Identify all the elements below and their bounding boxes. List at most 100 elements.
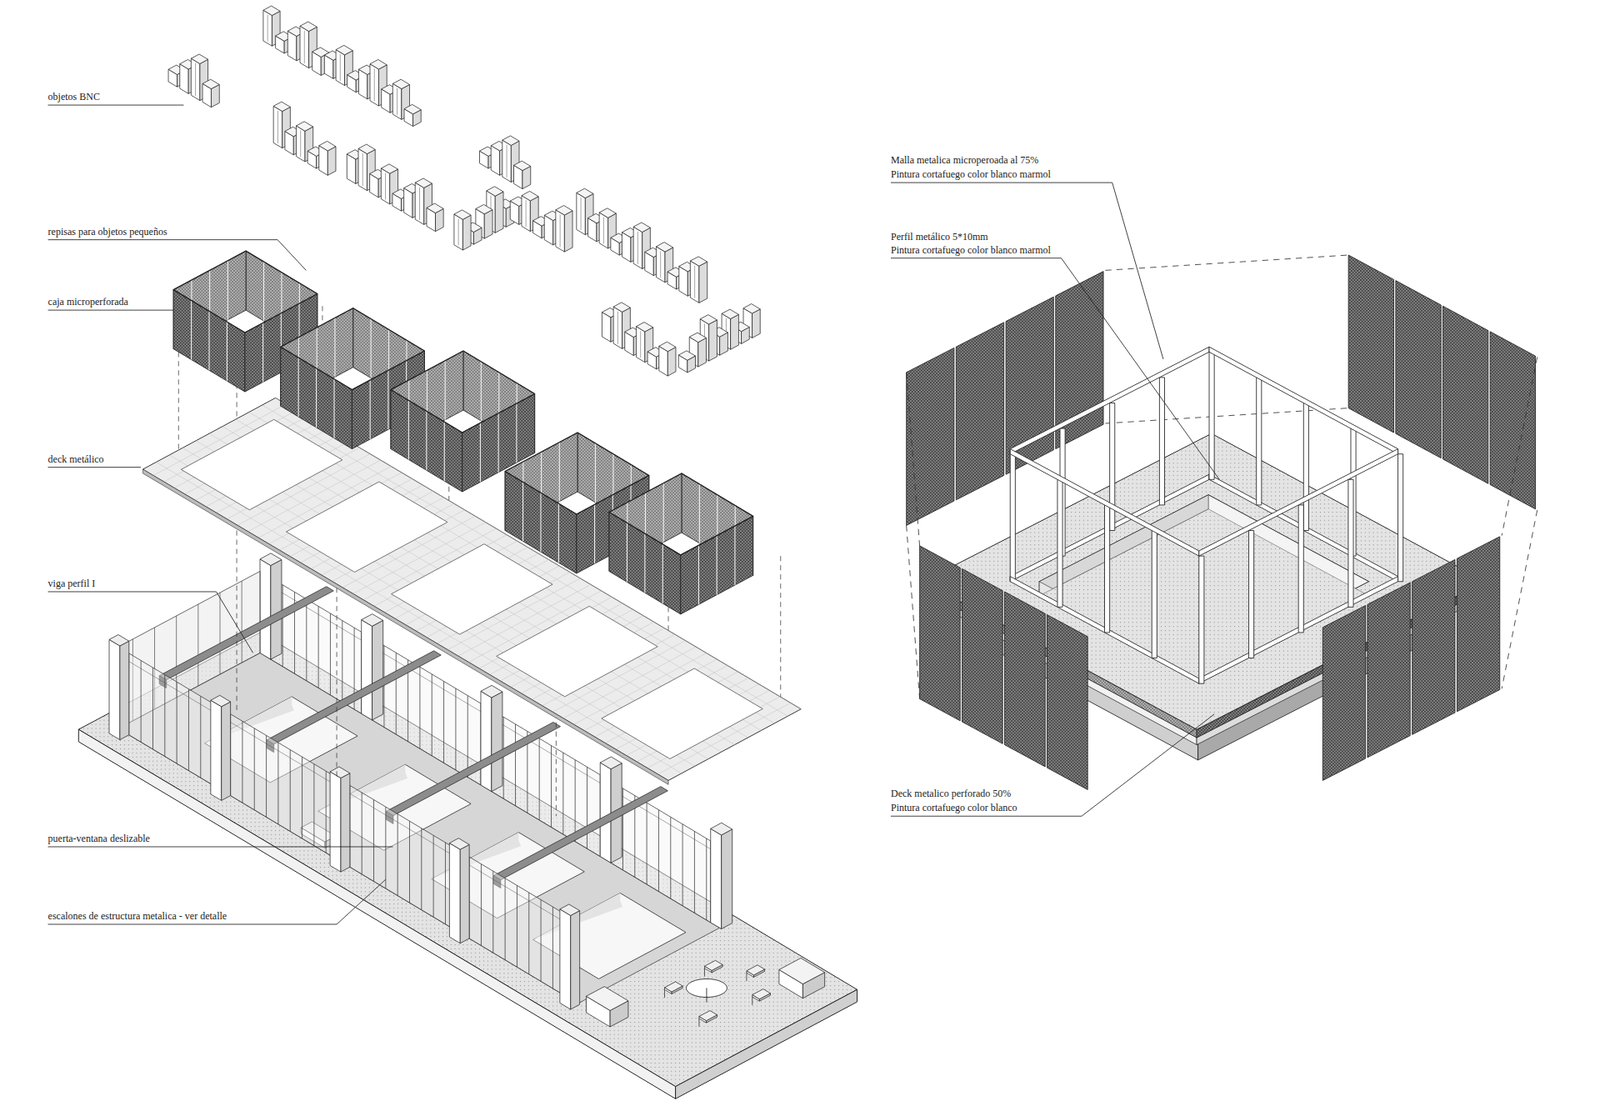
deck-opening <box>391 544 553 635</box>
callout-label: Deck metalico perforado 50% <box>890 787 1011 800</box>
mesh-panel <box>1490 331 1535 510</box>
drawing-line <box>385 173 386 200</box>
box-rim <box>609 473 754 555</box>
cabinet-object <box>576 192 586 235</box>
cabinet-object <box>555 205 573 216</box>
glazing-mullion <box>420 828 422 910</box>
glazing-mullion <box>694 830 695 913</box>
cabinet-object <box>514 160 531 170</box>
drawing-line <box>300 130 301 158</box>
mesh-panel <box>1442 305 1488 484</box>
guide-dash <box>1105 255 1349 270</box>
cabinet-object <box>300 25 310 68</box>
wall-pillar <box>449 843 460 944</box>
patio-chair <box>698 1018 700 1027</box>
glazing-mullion <box>241 720 243 803</box>
wall-pillar <box>746 965 765 975</box>
glazing-mullion <box>395 652 397 735</box>
glazing-mullion <box>152 667 154 750</box>
mesh-panel <box>962 568 1004 744</box>
panel-joint <box>208 310 210 370</box>
glazing-mullion <box>265 735 267 817</box>
mesh-panel <box>1395 280 1441 459</box>
drawing-line <box>396 88 398 115</box>
cabinet-object <box>486 186 504 197</box>
wall-pillar <box>570 910 580 1010</box>
drawing-line <box>560 214 561 247</box>
wall-pillar <box>361 620 373 720</box>
drawing-line <box>525 200 527 227</box>
callout-label: Malla metalica microperoada al 75% <box>890 154 1039 166</box>
glazing-mullion <box>539 738 540 820</box>
mesh-panel <box>955 322 1004 500</box>
mesh-panel <box>280 346 353 449</box>
glazing-mullion <box>277 742 279 825</box>
patio-chair <box>745 972 747 981</box>
callout-label: deck metálico <box>48 453 105 465</box>
wall-pillar <box>109 634 130 645</box>
metal-profile <box>1303 403 1309 531</box>
drawing-line <box>640 330 641 358</box>
leader-line <box>48 240 307 271</box>
glazing-mullion <box>516 885 518 967</box>
panel-joint <box>663 483 665 543</box>
cabinet-object <box>273 101 290 111</box>
guide-dash <box>906 525 920 699</box>
drawing-line <box>277 110 279 144</box>
glazing <box>230 714 340 861</box>
glazing-mullion <box>383 645 385 728</box>
drawing-line <box>603 217 605 245</box>
callout-label: viga perfil I <box>48 577 96 590</box>
glazing-mullion <box>361 792 363 875</box>
glazing-mullion <box>318 605 320 688</box>
glazing-rail <box>469 865 570 925</box>
panel-joint <box>370 380 371 440</box>
panel-joint <box>662 544 664 604</box>
wall-pillar <box>460 844 470 943</box>
cabinet-object <box>415 178 432 188</box>
metal-deck <box>142 469 669 785</box>
cabinet-object <box>633 226 643 269</box>
cabinet-object <box>521 190 539 201</box>
glazing-mullion <box>552 906 554 989</box>
metal-profile <box>1298 505 1304 633</box>
cabinet-object <box>426 203 444 214</box>
wall-pillar <box>210 695 231 706</box>
cabinet-object <box>599 212 609 249</box>
glazing-mullion <box>176 681 178 764</box>
glazing-mullion <box>443 680 445 763</box>
cabinet-object <box>319 140 336 151</box>
cabinet-object <box>555 210 565 252</box>
cabinet-object <box>689 332 706 343</box>
drawing-line <box>362 153 364 186</box>
box-rim <box>173 250 318 333</box>
panel-joint <box>444 421 445 481</box>
guide-dash <box>1501 356 1538 535</box>
deck-opening <box>496 605 658 696</box>
mesh-panel <box>1322 605 1365 780</box>
drawing-line <box>267 15 269 42</box>
glazing-mullion <box>562 752 564 835</box>
wall-pillar <box>449 838 470 850</box>
glazing-mullion <box>528 892 530 975</box>
drawing-line <box>660 250 661 278</box>
glazing-mullion <box>658 810 660 892</box>
panel-joint <box>626 522 628 582</box>
wall-pillar <box>699 1010 718 1021</box>
metal-profile <box>1010 346 1210 455</box>
glazing-mullion <box>219 592 220 675</box>
deck-opening <box>285 481 447 572</box>
panel-joint <box>558 503 560 563</box>
glazing-mullion <box>646 802 648 885</box>
cabinet-object <box>295 121 313 132</box>
callout-label: escalones de estructura metalica - ver d… <box>48 910 228 922</box>
panel-joint <box>263 261 265 321</box>
metal-profile <box>1209 346 1399 455</box>
panel-joint <box>540 492 541 552</box>
glazing <box>129 653 220 790</box>
mesh-panel <box>505 471 577 574</box>
panel-joint <box>559 442 560 502</box>
cabinet-object <box>564 210 573 252</box>
leader-line <box>48 879 386 925</box>
mesh-panel <box>173 290 245 392</box>
